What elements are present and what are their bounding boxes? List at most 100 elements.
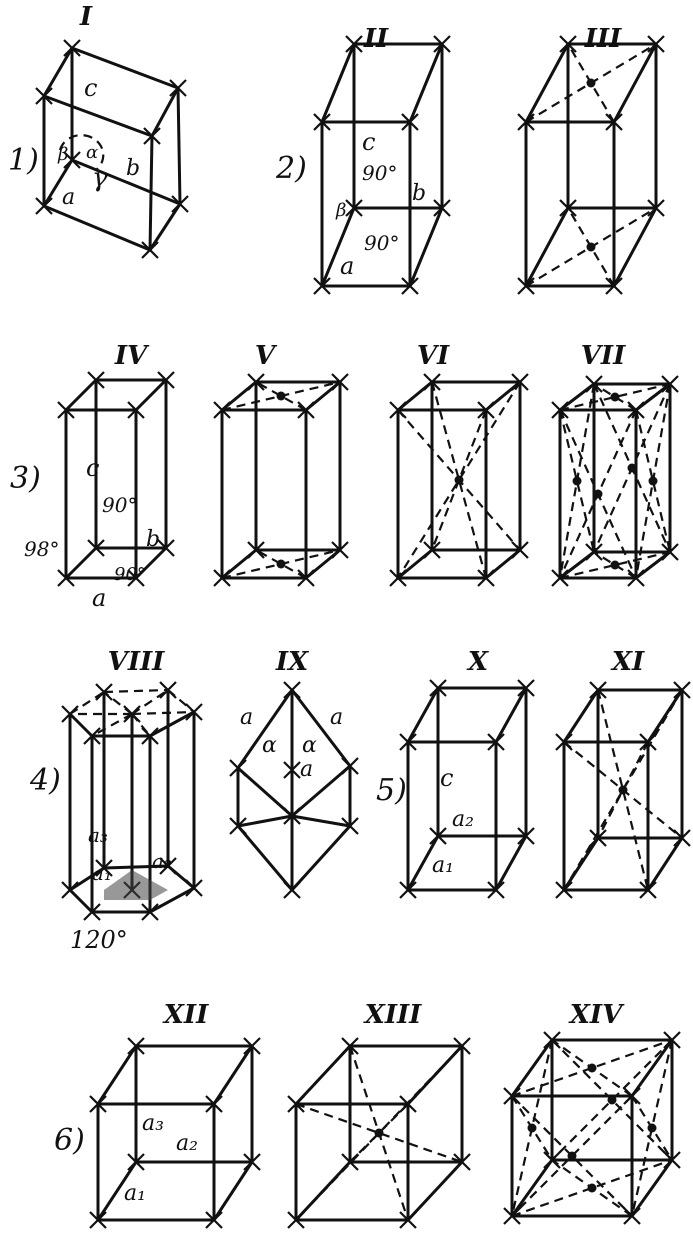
lattice-node (313, 277, 331, 295)
face-diagonal (511, 1158, 673, 1218)
lattice-node (35, 87, 53, 105)
body-diagonal (596, 689, 650, 891)
lattice-node (283, 761, 301, 779)
label-120-VIII: 120° (70, 926, 128, 954)
hex-angle-shading (104, 870, 168, 900)
edge (406, 834, 440, 892)
lattice-node (87, 371, 105, 389)
lattice-node (87, 539, 105, 557)
lattice-XI (555, 681, 691, 899)
face-diagonal (593, 551, 637, 579)
lattice-node (143, 127, 161, 145)
face-center-atom (587, 1183, 597, 1193)
label-b-I: b (126, 156, 140, 181)
lattice-node (401, 277, 419, 295)
hex-top-edge (103, 688, 169, 694)
lattice-II (313, 35, 451, 295)
lattice-titles: I II III IV V VI VII VIII IX X XI XII XI… (79, 2, 645, 1030)
lattice-node (127, 1153, 145, 1171)
lattice-node (399, 881, 417, 899)
lattice-I (35, 39, 189, 259)
label-c-II: c (362, 128, 375, 156)
face-center-atom (607, 1095, 617, 1105)
hex-top-spoke (131, 710, 195, 716)
body-center-atom (454, 475, 464, 485)
edge (290, 688, 352, 768)
lattice-node (57, 569, 75, 587)
label-a1-X: a₁ (432, 853, 454, 878)
lattice-node (487, 733, 505, 751)
title-III: III (584, 24, 622, 54)
edge (510, 1038, 554, 1098)
title-V: V (255, 341, 278, 371)
title-X: X (466, 647, 490, 677)
face-diagonal (511, 1038, 673, 1098)
face-center-atom (610, 392, 620, 402)
lattice-XIV (503, 1031, 681, 1225)
hex-top-spoke (103, 691, 133, 715)
label-beta-I: β (57, 144, 68, 165)
title-XII: XII (162, 1000, 209, 1030)
lattice-node (63, 39, 81, 57)
body-center-atom (374, 1128, 384, 1138)
lattice-node (401, 113, 419, 131)
label-a2-XII: a₂ (176, 1131, 198, 1156)
lattice-VI (389, 373, 529, 587)
edge (524, 42, 570, 124)
lattice-node (229, 759, 247, 777)
edge (212, 1160, 254, 1222)
lattice-IV (57, 371, 175, 587)
face-center-atom (648, 476, 658, 486)
hex-top-spoke (91, 713, 133, 737)
system-numbers: 1) 2) 3) 4) 5) 6) (8, 143, 407, 1158)
edge (70, 158, 182, 206)
lattice-node (159, 857, 177, 875)
lattice-node (169, 79, 187, 97)
hex-bottom-edge (102, 864, 170, 870)
edge (42, 46, 74, 98)
system-5: 5) (376, 773, 407, 808)
edge (406, 1160, 464, 1222)
title-VIII: VIII (108, 647, 165, 677)
label-a-II: a (340, 252, 354, 280)
title-XIV: XIV (568, 1000, 625, 1030)
label-a2-X: a₂ (452, 807, 474, 832)
base-center-atom (586, 242, 596, 252)
base-center-atom (276, 391, 286, 401)
edge (646, 688, 684, 744)
face-diagonal (558, 409, 596, 553)
face-center-atom (647, 1123, 657, 1133)
label-gamma-I: γ (92, 163, 108, 193)
label-b-II: b (412, 181, 426, 206)
lattice-XII (89, 1037, 261, 1229)
face-diagonal (593, 383, 637, 411)
face-diagonal (559, 550, 671, 580)
title-VII: VII (581, 341, 626, 371)
edge (612, 206, 658, 288)
edge (70, 46, 180, 90)
lattice-node (63, 151, 81, 169)
lattice-node (283, 881, 301, 899)
body-diagonal (563, 689, 683, 891)
lattice-node (157, 371, 175, 389)
edge (524, 206, 570, 288)
title-I: I (79, 2, 93, 32)
hex-top-spoke (131, 713, 151, 737)
edge (562, 688, 600, 744)
lattice-node (243, 1037, 261, 1055)
edge (612, 42, 658, 124)
body-diagonal (597, 741, 649, 839)
lattice-node (345, 35, 363, 53)
title-XI: XI (610, 647, 645, 677)
edge (406, 686, 440, 744)
edge (236, 688, 294, 770)
face-center-atom (610, 560, 620, 570)
edge (176, 86, 182, 206)
title-IV: IV (114, 341, 150, 371)
label-a-IX-mid: a (300, 757, 313, 782)
lattice-node (429, 827, 447, 845)
edge (494, 686, 528, 744)
lattice-node (89, 1095, 107, 1113)
system-4: 4) (29, 763, 61, 798)
